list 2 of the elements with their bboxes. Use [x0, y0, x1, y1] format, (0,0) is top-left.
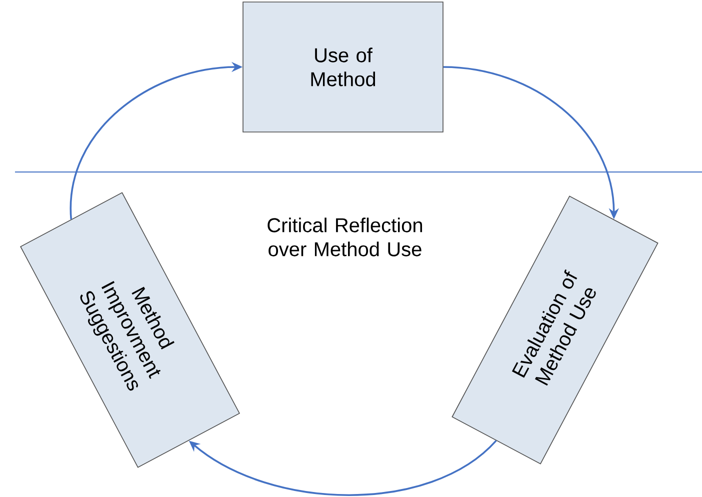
region-label: Critical Reflection over Method Use: [268, 218, 422, 256]
process-box: Use of Method: [242, 2, 444, 132]
